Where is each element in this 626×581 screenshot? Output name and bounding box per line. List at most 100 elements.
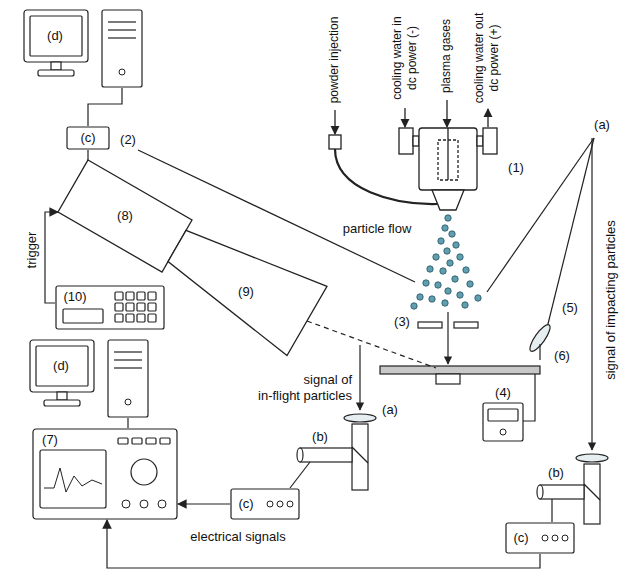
- oscilloscope-outline: [33, 429, 177, 519]
- particle-plume: [427, 266, 433, 272]
- detector-electronics-outline: [552, 535, 558, 541]
- particle-plume: [442, 300, 448, 306]
- impact-detector: [540, 485, 584, 499]
- particle-plume: [463, 267, 469, 273]
- oscilloscope-outline: [122, 500, 130, 508]
- callout-number: (10): [63, 290, 86, 305]
- computer-outline: [57, 392, 67, 400]
- oscilloscope: (7): [32, 428, 178, 520]
- computer-outline: [125, 399, 131, 405]
- detector-electronics-outline: [231, 489, 299, 519]
- shutter-and-substrate: [447, 312, 448, 364]
- shutter-and-substrate: [523, 374, 535, 421]
- computer-outline: [102, 10, 142, 87]
- detector-electronics-outline: [277, 501, 283, 507]
- detector-electronics-outline: [542, 535, 548, 541]
- detector-electronics: (c): [230, 488, 300, 520]
- computer-outline: [108, 29, 136, 30]
- plasma-torch: [477, 136, 483, 146]
- callout-number: (5): [562, 301, 578, 316]
- laser-lines: [591, 138, 592, 450]
- particle-plume: [433, 254, 439, 260]
- computer-outline: [28, 338, 150, 418]
- impact-detector: [537, 454, 608, 524]
- signal-wire: [88, 88, 122, 126]
- oscilloscope-outline: [132, 438, 142, 444]
- computer-outline: [30, 340, 94, 392]
- annotation-text: cooling water in: [391, 16, 405, 99]
- control-unit-outline: [67, 127, 109, 149]
- annotation-text: particle flow: [343, 222, 412, 237]
- pulse-generator-outline: [148, 303, 156, 311]
- shutter-and-substrate: [454, 322, 478, 328]
- plasma-torch: [419, 128, 477, 190]
- shutter-and-substrate: [418, 322, 442, 328]
- detector-electronics: (c): [505, 522, 575, 554]
- pulse-generator-outline: [148, 314, 156, 322]
- oscilloscope-outline: [140, 500, 148, 508]
- signal-label: trigger: [25, 232, 40, 269]
- signal-wire: [127, 418, 128, 428]
- laser-lines: [487, 138, 594, 292]
- particle-plume: [462, 302, 468, 308]
- pulse-generator-outline: [137, 292, 145, 300]
- callout-number: (8): [117, 209, 133, 224]
- oscilloscope-outline: [160, 438, 170, 444]
- particle-plume: [467, 281, 473, 287]
- oscilloscope-outline: [44, 468, 102, 492]
- shutter-and-substrate: [436, 374, 460, 384]
- pulse-generator-outline: [137, 303, 145, 311]
- meter-device-outline: [500, 429, 506, 435]
- pulse-generator-outline: [63, 309, 103, 323]
- oscilloscope-outline: [158, 500, 166, 508]
- feed-arrows: [404, 108, 405, 127]
- particle-plume: [417, 294, 423, 300]
- plasma-torch: [413, 136, 419, 146]
- pulse-generator: (10): [55, 285, 165, 330]
- computer-outline: [119, 69, 125, 75]
- callout-number: (7): [42, 433, 58, 448]
- particle-plume: [440, 268, 446, 274]
- particle-plume: [444, 248, 450, 254]
- computer-outline: [36, 346, 88, 386]
- computer: (d): [28, 338, 150, 418]
- callout-letter: (a): [382, 403, 398, 418]
- callout-letter: (c): [513, 531, 528, 546]
- annotation-text: dc power (+): [488, 24, 502, 91]
- in-flight-detector: [290, 462, 310, 488]
- shutter-and-substrate: [380, 366, 540, 374]
- particle-plume: [449, 231, 455, 237]
- in-flight-detector: [359, 345, 360, 410]
- callout-number: (3): [394, 315, 410, 330]
- focusing-lens: [527, 322, 554, 360]
- computer-outline: [22, 8, 144, 88]
- particle-plume: [445, 288, 451, 294]
- in-flight-detector: [352, 447, 368, 463]
- impact-detector: [576, 454, 608, 462]
- computer: (d): [22, 8, 144, 88]
- particle-plume: [435, 282, 441, 288]
- signal-label: in-flight particles: [258, 389, 352, 404]
- pulse-generator-outline: [148, 292, 156, 300]
- meter-device-outline: [488, 409, 518, 421]
- pulse-generator-outline: [126, 292, 134, 300]
- in-flight-detector: [297, 448, 303, 462]
- particle-plume: [423, 280, 429, 286]
- callout-letter: (c): [80, 131, 95, 146]
- oscilloscope-outline: [131, 459, 157, 485]
- oscilloscope-outline: [146, 438, 156, 444]
- oscilloscope-outline: [40, 450, 106, 508]
- callout-letter: (a): [594, 118, 610, 133]
- callout-number: (4): [495, 386, 511, 401]
- callout-letter: (d): [47, 29, 63, 44]
- camera-lens: (9): [168, 230, 327, 356]
- pulse-generator-outline: [126, 314, 134, 322]
- shutter-and-substrate: [307, 321, 436, 368]
- callout-number: (1): [508, 161, 524, 176]
- oscilloscope-outline: [118, 438, 128, 444]
- in-flight-detector: [290, 345, 376, 490]
- detector-electronics-outline: [506, 523, 574, 553]
